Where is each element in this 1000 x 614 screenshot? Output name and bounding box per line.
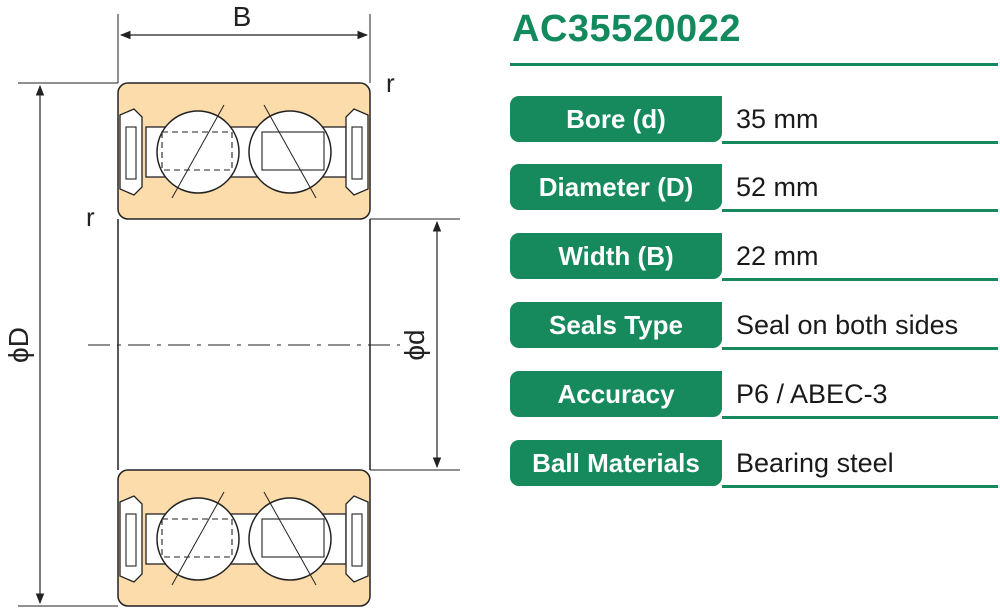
- row-underline: [722, 347, 998, 350]
- radius-label-left: r: [86, 202, 95, 232]
- spec-value: P6 / ABEC-3: [736, 379, 888, 409]
- spec-label: Ball Materials: [510, 440, 722, 486]
- spec-label: Seals Type: [510, 302, 722, 348]
- row-underline: [722, 416, 998, 419]
- spec-value: 52 mm: [736, 172, 819, 202]
- spec-label: Width (B): [510, 233, 722, 279]
- bore-diameter-label: ϕd: [399, 329, 430, 360]
- spec-label: Accuracy: [510, 371, 722, 417]
- row-underline: [722, 278, 998, 281]
- bearing-cross-section-drawing: B ϕD ϕd r r: [3, 1, 460, 607]
- model-underline: [510, 63, 998, 66]
- spec-row-diameter: Diameter (D) 52 mm: [510, 164, 998, 212]
- width-label: B: [233, 1, 252, 32]
- spec-row-width: Width (B) 22 mm: [510, 233, 998, 281]
- spec-row-ball-materials: Ball Materials Bearing steel: [510, 440, 998, 488]
- spec-value: Seal on both sides: [736, 310, 959, 340]
- model-number: AC35520022: [512, 8, 741, 50]
- spec-label: Diameter (D): [510, 164, 722, 210]
- outer-diameter-label: ϕD: [3, 327, 34, 363]
- radius-label-top: r: [386, 68, 395, 98]
- spec-value: Bearing steel: [736, 448, 894, 478]
- upper-bearing-section: [117, 82, 371, 220]
- row-underline: [722, 141, 998, 144]
- spec-row-seals: Seals Type Seal on both sides: [510, 302, 998, 350]
- spec-row-bore: Bore (d) 35 mm: [510, 96, 998, 144]
- spec-label: Bore (d): [510, 96, 722, 142]
- spec-panel: AC35520022 Bore (d) 35 mm Diameter (D) 5…: [510, 0, 1000, 614]
- spec-value: 35 mm: [736, 104, 819, 134]
- spec-value: 22 mm: [736, 241, 819, 271]
- spec-row-accuracy: Accuracy P6 / ABEC-3: [510, 371, 998, 419]
- row-underline: [722, 485, 998, 488]
- row-underline: [722, 209, 998, 212]
- lower-bearing-section: [117, 469, 371, 607]
